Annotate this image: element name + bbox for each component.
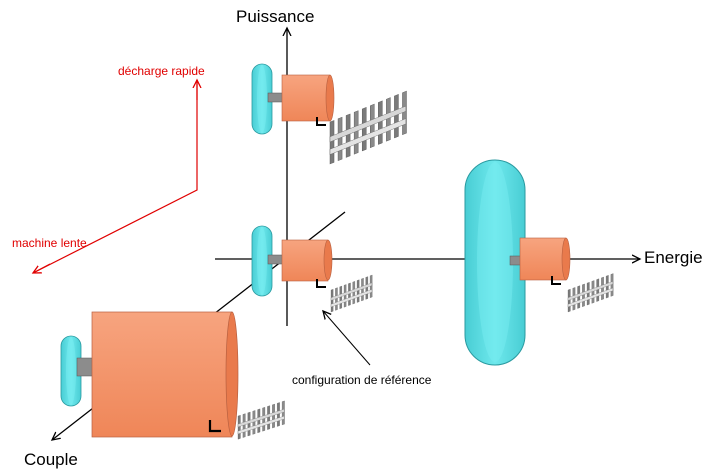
heatsink-bottom (237, 400, 285, 440)
motor-center (281, 239, 333, 282)
motor-top (281, 74, 335, 122)
flywheel-large-right (464, 159, 526, 366)
reference-config-label: configuration de référence (292, 373, 432, 387)
shaft-center (267, 254, 284, 265)
motor-right (519, 237, 571, 281)
reference-pointer (323, 311, 371, 366)
motor-large-bottom (91, 311, 239, 438)
flywheel-small-center (251, 225, 273, 297)
red-arrow-down (33, 263, 51, 273)
heatsink-right (567, 273, 614, 313)
energy-axis-label: Energie (644, 248, 703, 267)
torque-axis-label: Couple (24, 450, 78, 469)
bracket-bottom (208, 420, 221, 433)
bracket-right (551, 276, 561, 285)
power-axis-label: Puissance (236, 7, 315, 26)
slow-machine-label: machine lente (12, 236, 87, 250)
red-line (32, 80, 198, 274)
shaft-top (267, 92, 284, 103)
flywheel-small-top (251, 63, 273, 135)
bracket-top (316, 117, 326, 126)
heatsink-top (329, 90, 407, 165)
fast-discharge-label: décharge rapide (118, 64, 205, 78)
bracket-center (316, 279, 326, 288)
flywheel-small-bottom (60, 335, 82, 407)
shaft-bottom (76, 357, 94, 377)
heatsink-center (330, 274, 373, 313)
